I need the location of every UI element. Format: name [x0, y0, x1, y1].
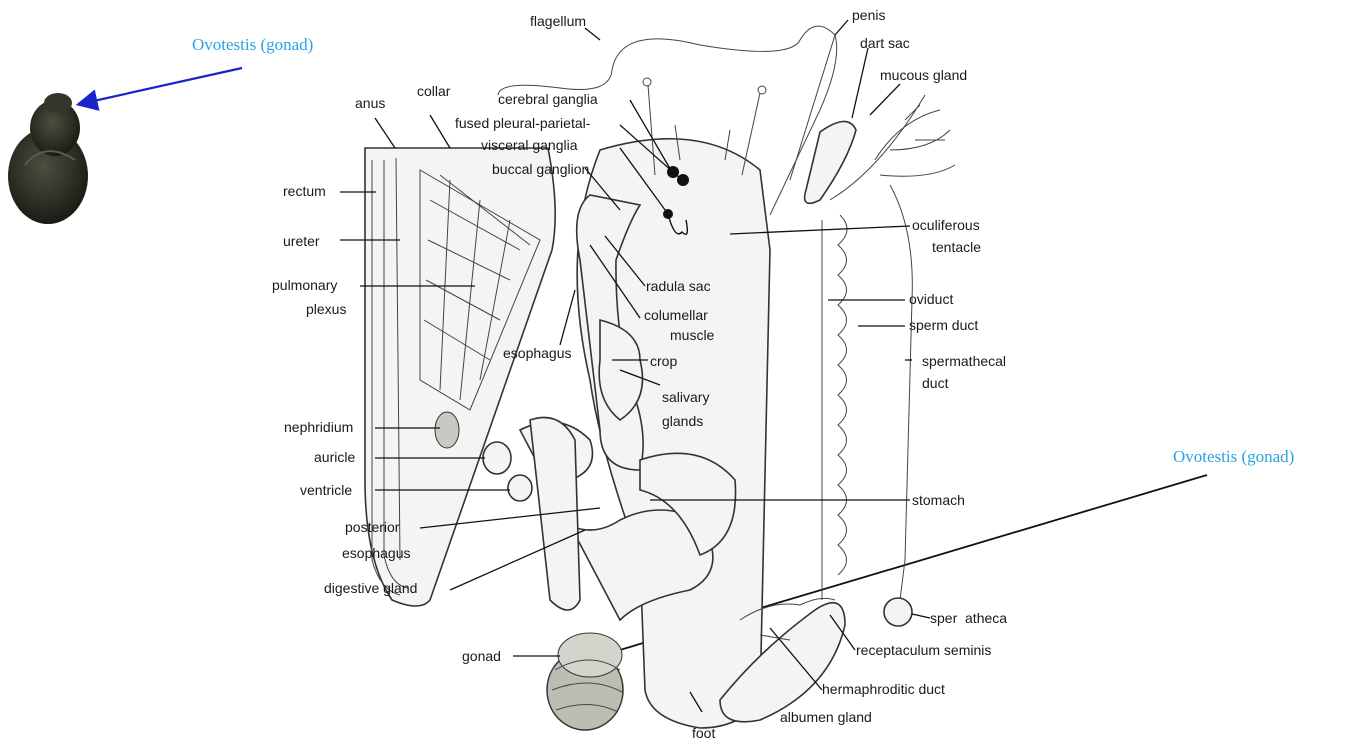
label-receptaculum-seminis: receptaculum seminis — [856, 642, 991, 658]
label-tentacle: tentacle — [932, 239, 981, 255]
label-sperm-duct: sperm duct — [909, 317, 978, 333]
label-glands: glands — [662, 413, 703, 429]
label-flagellum: flagellum — [530, 13, 586, 29]
ovotestis-right-label: Ovotestis (gonad) — [1173, 447, 1294, 466]
label-visceral-ganglia: visceral ganglia — [481, 137, 578, 153]
anatomy-drawing — [365, 26, 955, 730]
label-salivary: salivary — [662, 389, 709, 405]
label-duct: duct — [922, 375, 949, 391]
label-posterior-esophagus: esophagus — [342, 545, 411, 561]
label-oviduct: oviduct — [909, 291, 953, 307]
label-anus: anus — [355, 95, 385, 111]
label-albumen-gland: albumen gland — [780, 709, 872, 725]
label-mucous-gland: mucous gland — [880, 67, 967, 83]
label-cerebral-ganglia: cerebral ganglia — [498, 91, 598, 107]
label-foot: foot — [692, 725, 715, 740]
label-buccal-ganglion: buccal ganglion — [492, 161, 589, 177]
label-columellar: columellar — [644, 307, 708, 323]
ovotestis-top-label: Ovotestis (gonad) — [192, 35, 313, 54]
label-spermathecal: spermathecal — [922, 353, 1006, 369]
label-gonad: gonad — [462, 648, 501, 664]
label-plexus: plexus — [306, 301, 346, 317]
label-penis: penis — [852, 7, 885, 23]
label-dart-sac: dart sac — [860, 35, 910, 51]
snail-shell-photo — [8, 93, 88, 224]
label-radula-sac: radula sac — [646, 278, 711, 294]
label-muscle: muscle — [670, 327, 715, 343]
label-ventricle: ventricle — [300, 482, 352, 498]
label-oculiferous: oculiferous — [912, 217, 980, 233]
label-stomach: stomach — [912, 492, 965, 508]
label-esophagus: esophagus — [503, 345, 572, 361]
label-collar: collar — [417, 83, 451, 99]
label-spermatheca: sper atheca — [930, 610, 1007, 626]
label-nephridium: nephridium — [284, 419, 353, 435]
label-fused-pleural-parietal: fused pleural-parietal- — [455, 115, 591, 131]
label-posterior: posterior — [345, 519, 400, 535]
label-rectum: rectum — [283, 183, 326, 199]
ovotestis-top-arrow — [80, 68, 242, 104]
label-crop: crop — [650, 353, 677, 369]
label-auricle: auricle — [314, 449, 355, 465]
label-hermaphroditic-duct: hermaphroditic duct — [822, 681, 945, 697]
label-digestive-gland: digestive gland — [324, 580, 417, 596]
label-pulmonary: pulmonary — [272, 277, 337, 293]
label-ureter: ureter — [283, 233, 320, 249]
